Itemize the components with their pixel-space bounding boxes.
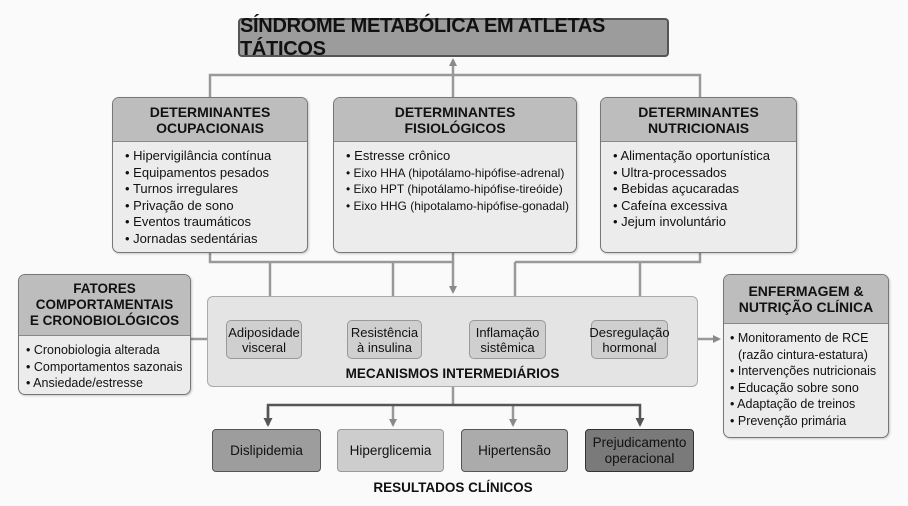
- outcomes-label: RESULTADOS CLÍNICOS: [373, 480, 533, 495]
- item-list: Estresse crônico Eixo HHA (hipotálamo-hi…: [334, 142, 576, 214]
- list-item: Jornadas sedentárias: [125, 231, 307, 248]
- list-item: Prevenção primária: [730, 413, 888, 430]
- header-line: FATORES: [73, 281, 136, 296]
- list-item: (razão cintura-estatura): [738, 347, 868, 362]
- outcome-line: Prejudicamento: [592, 434, 687, 450]
- header-line: DETERMINANTES: [149, 103, 271, 120]
- list-item: Adaptação de treinos: [730, 396, 888, 413]
- header-line: ENFERMAGEM &: [748, 283, 864, 299]
- outcome-line: Hiperglicemia: [349, 442, 432, 458]
- mechanism-line: visceral: [241, 339, 287, 355]
- list-item: Hipervigilância contínua: [125, 148, 307, 165]
- list-item: Eixo HHG (hipotalamo-hipófise-gonadal): [346, 198, 576, 215]
- item-list: Hipervigilância contínua Equipamentos pe…: [113, 142, 307, 247]
- list-item: Ansiedade/estresse: [26, 375, 190, 392]
- header-line: DETERMINANTES: [394, 103, 516, 120]
- header-line: DETERMINANTES: [638, 103, 759, 120]
- diagram-title: SÍNDROME METABÓLICA EM ATLETAS TÁTICOS: [238, 15, 669, 60]
- list-item: Bebidas açucaradas: [613, 181, 796, 198]
- mechanism-line: Adiposidade: [228, 324, 300, 340]
- list-item: Estresse crônico: [346, 148, 576, 165]
- list-item: Monitoramento de RCE: [730, 330, 888, 347]
- outcome-line: Dislipidemia: [230, 442, 303, 458]
- mechanism-line: Desregulação: [589, 324, 670, 340]
- list-item: Eventos traumáticos: [125, 214, 307, 231]
- list-item: Privação de sono: [125, 198, 307, 215]
- list-item: Educação sobre sono: [730, 380, 888, 397]
- item-list: Cronobiologia alterada Comportamentos sa…: [19, 336, 190, 392]
- outcome-line: operacional: [604, 450, 675, 466]
- list-item: Jejum involuntário: [613, 214, 796, 231]
- mechanism-line: Resistência: [350, 324, 419, 340]
- item-list: Alimentação oportunística Ultra-processa…: [601, 142, 796, 231]
- header-line: FISIOLÓGICOS: [404, 119, 506, 136]
- header-line: NUTRIÇÃO CLÍNICA: [738, 299, 874, 315]
- mechanism-line: Inflamação: [475, 324, 540, 340]
- list-item: Equipamentos pesados: [125, 165, 307, 182]
- header-line: COMPORTAMENTAIS: [35, 297, 174, 312]
- header-line: E CRONOBIOLÓGICOS: [29, 313, 180, 328]
- list-item: Eixo HHA (hipotálamo-hipófise-adrenal): [346, 165, 576, 182]
- list-item: Turnos irregulares: [125, 181, 307, 198]
- list-item: Eixo HPT (hipotálamo-hipófise-tireóide): [346, 181, 576, 198]
- list-item: Cronobiologia alterada: [26, 342, 190, 359]
- mechanisms-label: MECANISMOS INTERMEDIÁRIOS: [345, 366, 560, 381]
- outcome-dyslipidemia: Dislipidemia: [212, 429, 321, 472]
- box-header: ENFERMAGEM &NUTRIÇÃO CLÍNICA: [724, 275, 888, 324]
- list-item: Ultra-processados: [613, 165, 796, 182]
- mechanism-line: sistêmica: [480, 339, 535, 355]
- item-list: Monitoramento de RCE (razão cintura-esta…: [724, 324, 888, 429]
- header-line: NUTRICIONAIS: [647, 119, 750, 136]
- list-item: Intervenções nutricionais: [730, 363, 888, 380]
- outcome-line: Hipertensão: [478, 442, 551, 458]
- mechanism-line: à insulina: [357, 339, 412, 355]
- outcome-hypertension: Hipertensão: [461, 429, 568, 472]
- list-item: Comportamentos sazonais: [26, 359, 190, 376]
- list-item: Cafeína excessiva: [613, 198, 796, 215]
- header-line: OCUPACIONAIS: [156, 119, 264, 136]
- mechanism-line: hormonal: [602, 339, 657, 355]
- nursing-clinical-nutrition-box: ENFERMAGEM &NUTRIÇÃO CLÍNICA Monitoramen…: [723, 274, 889, 438]
- list-item: Alimentação oportunística: [613, 148, 796, 165]
- outcome-hyperglycemia: Hiperglicemia: [337, 429, 444, 472]
